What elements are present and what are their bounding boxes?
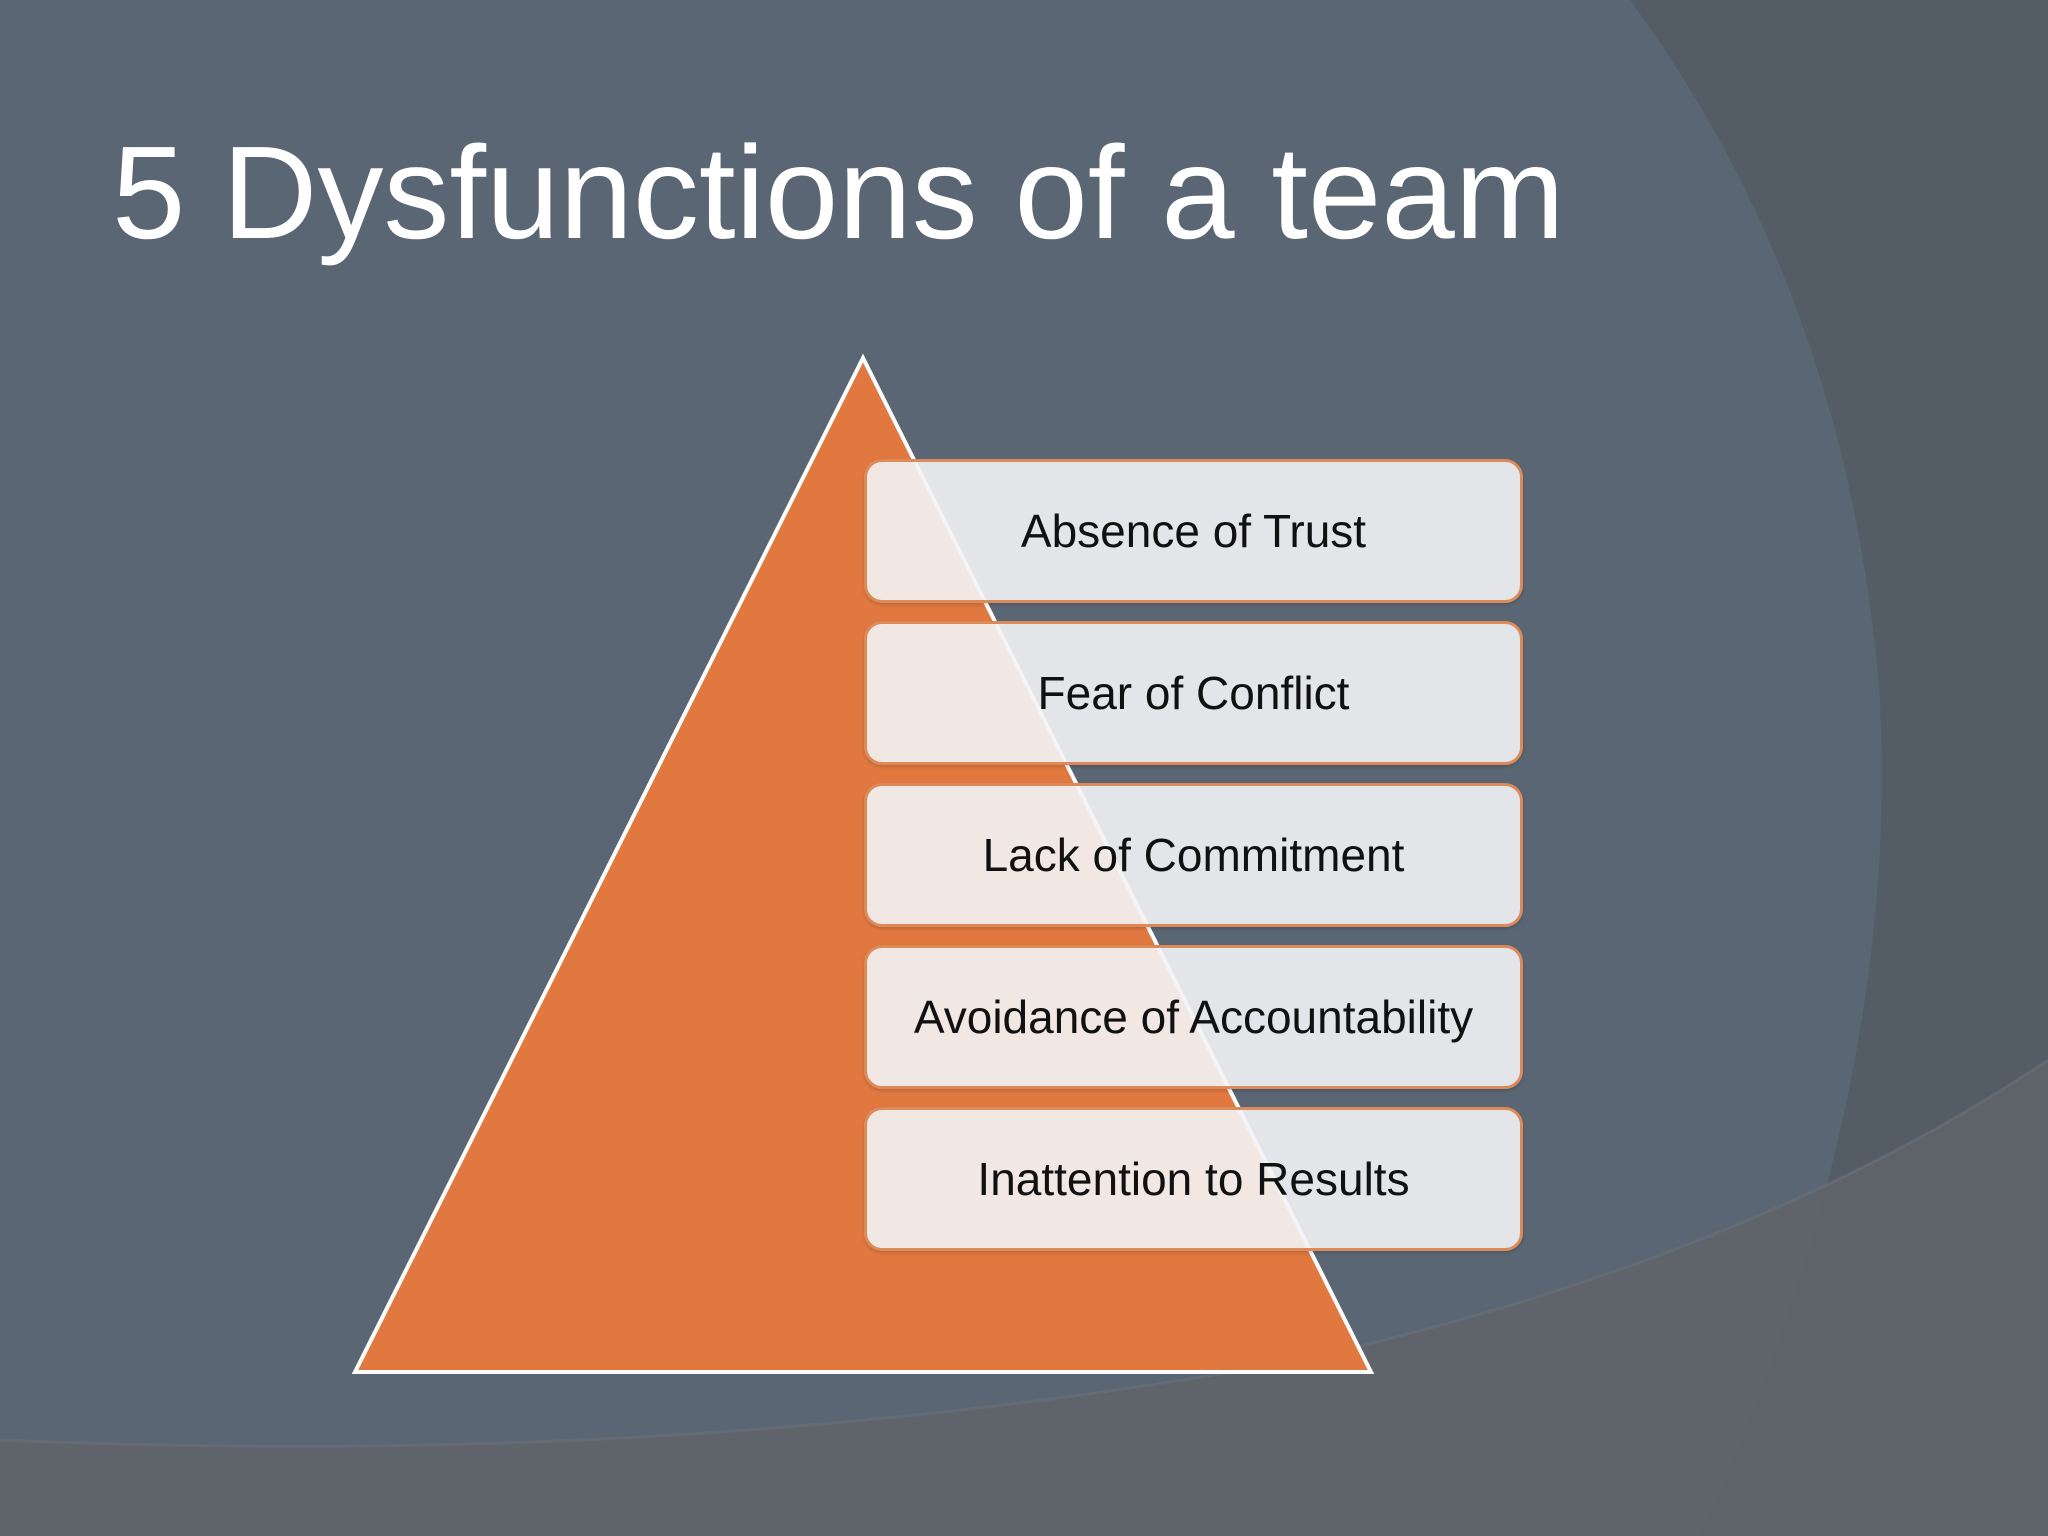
dysfunction-list: Absence of Trust Fear of Conflict Lack o… [864, 459, 1523, 1269]
background-bottom-band [0, 1060, 2048, 1536]
level-box-inattention-to-results: Inattention to Results [864, 1107, 1523, 1251]
level-box-absence-of-trust: Absence of Trust [864, 459, 1523, 603]
level-box-fear-of-conflict: Fear of Conflict [864, 621, 1523, 765]
level-label: Absence of Trust [1020, 505, 1367, 557]
level-label: Fear of Conflict [1037, 667, 1350, 719]
level-label: Avoidance of Accountability [913, 991, 1474, 1043]
level-box-avoidance-of-accountability: Avoidance of Accountability [864, 945, 1523, 1089]
slide-title: 5 Dysfunctions of a team [112, 119, 1565, 266]
level-label: Lack of Commitment [982, 829, 1405, 881]
level-box-lack-of-commitment: Lack of Commitment [864, 783, 1523, 927]
level-label: Inattention to Results [977, 1153, 1410, 1205]
background-bottom-band-edge [0, 1058, 2048, 1448]
